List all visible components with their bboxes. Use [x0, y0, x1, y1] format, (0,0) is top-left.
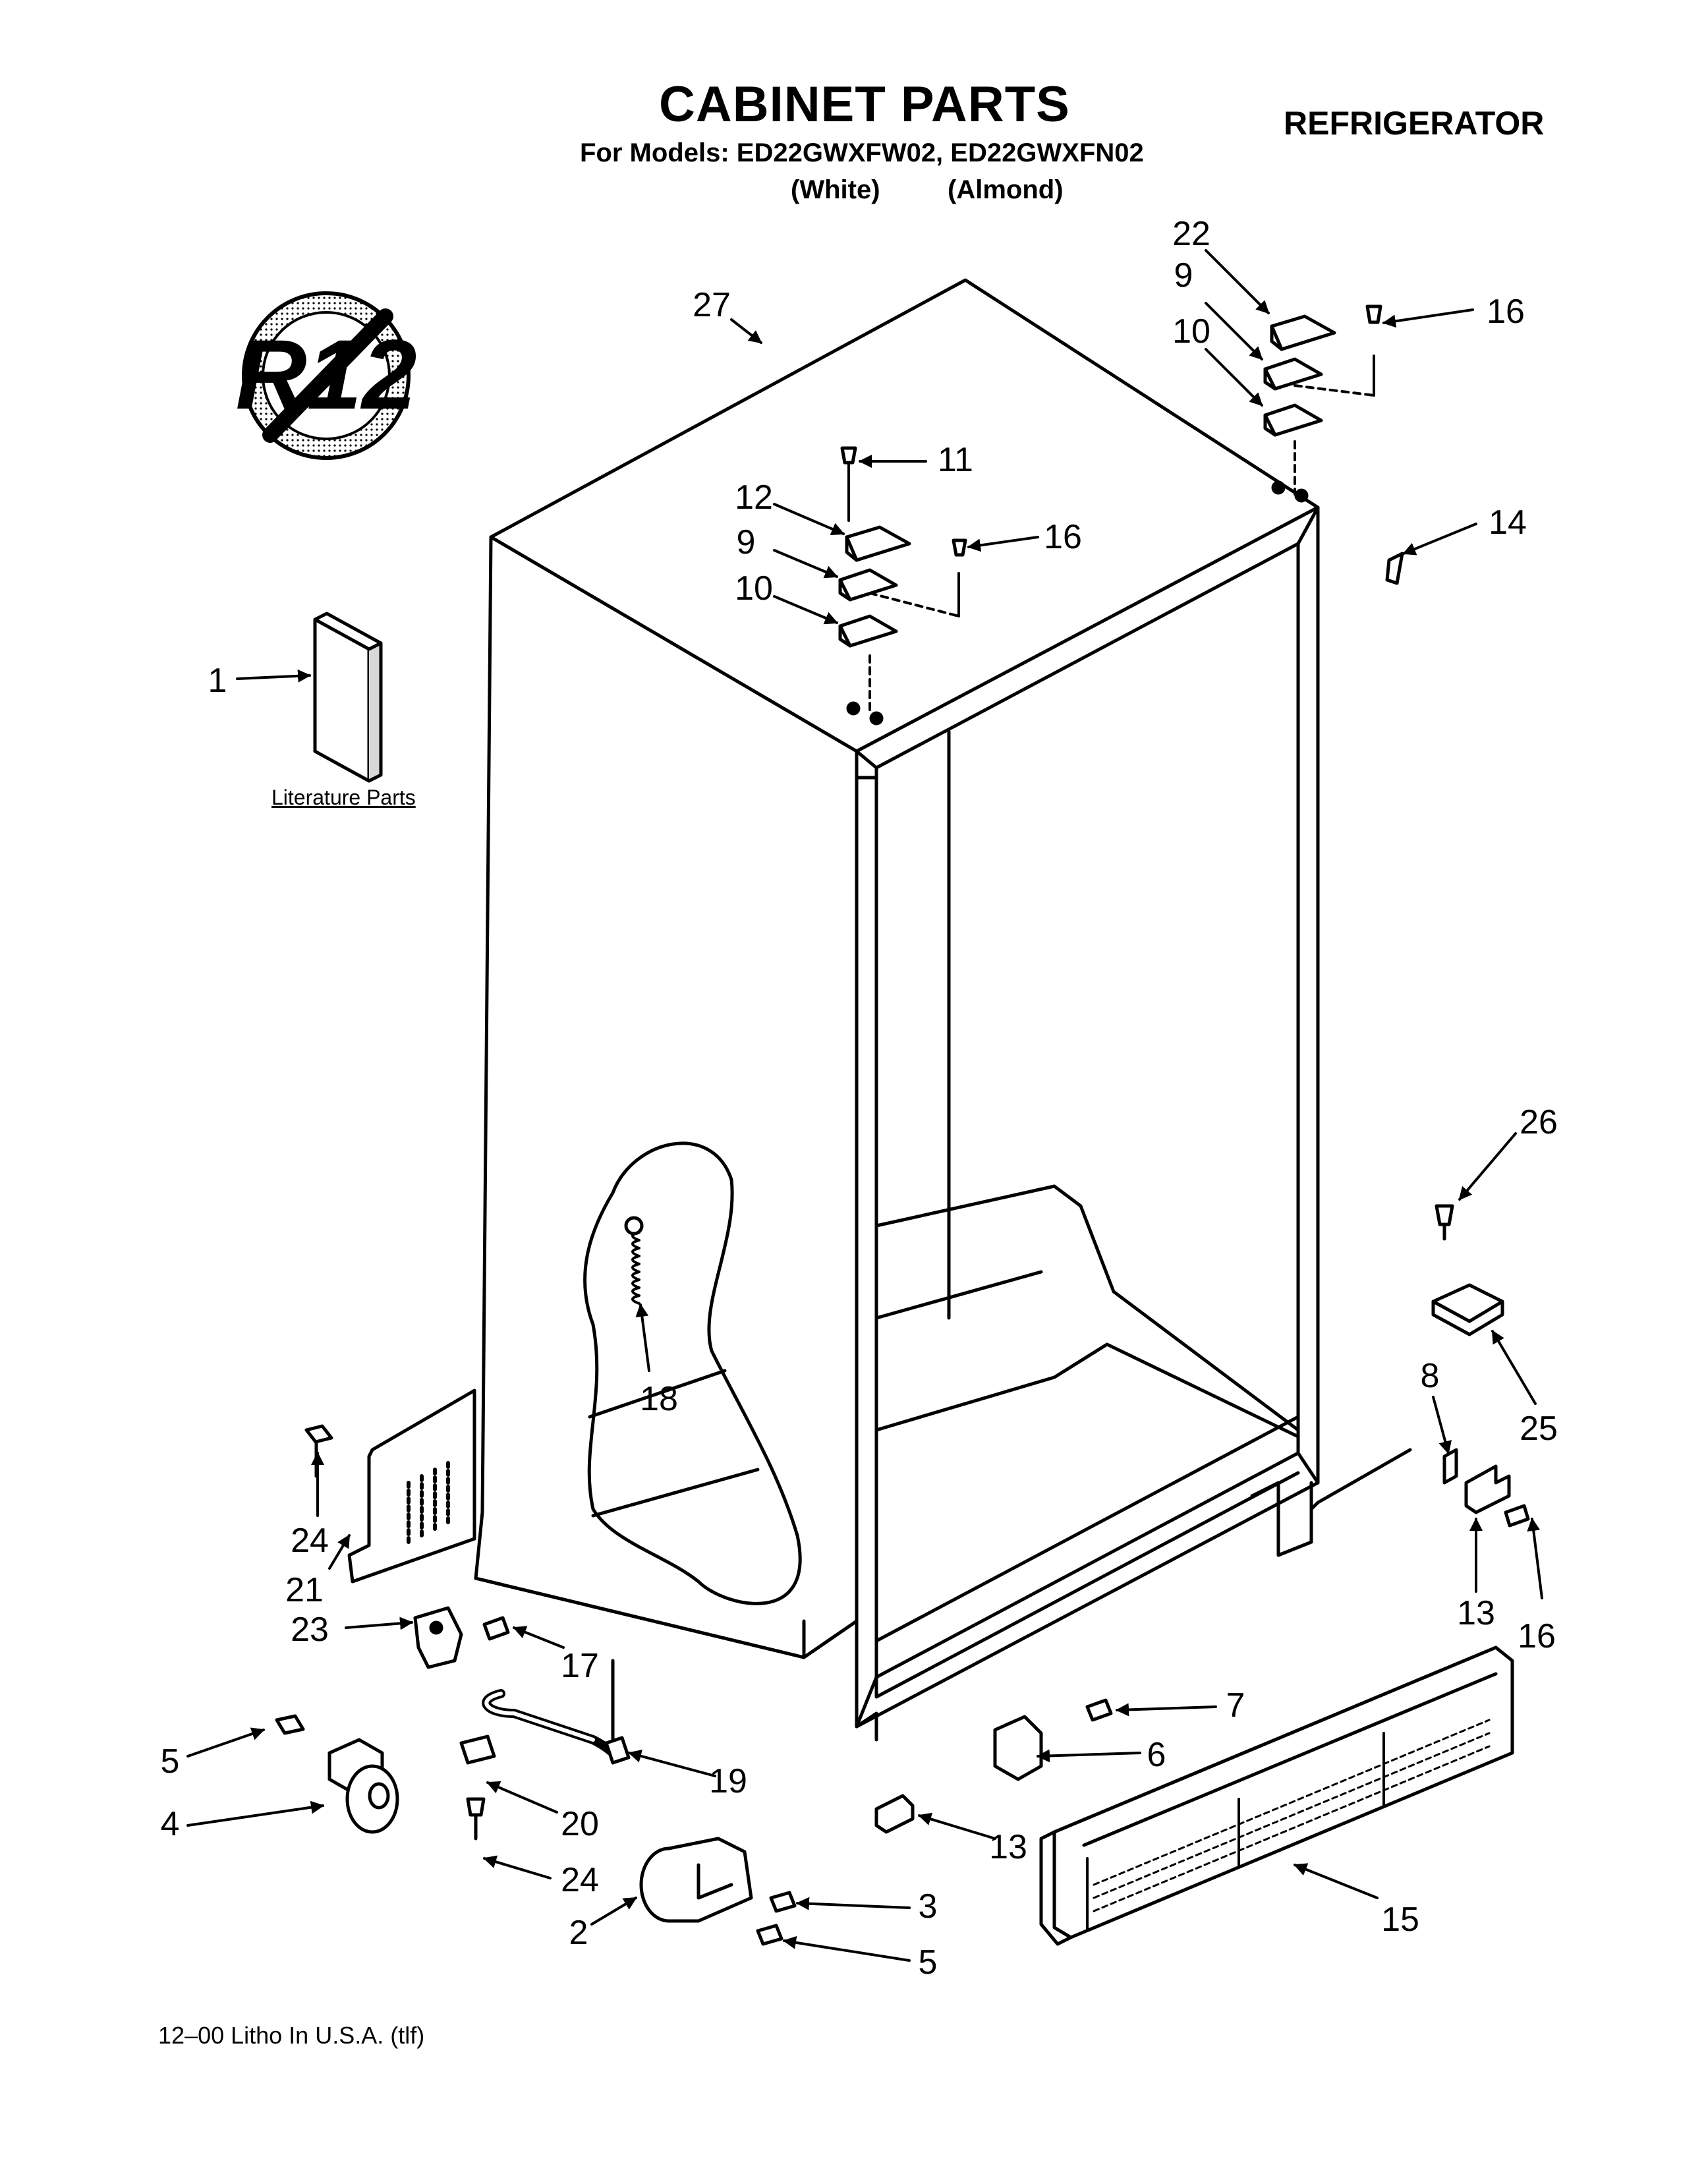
rear-access-panel: [304, 1389, 476, 1584]
callout-label: 9: [1174, 256, 1193, 295]
no-r12-refrigerant-icon: R12: [235, 291, 417, 460]
callout-label: 17: [561, 1647, 599, 1685]
water-line-assembly: [459, 1659, 631, 1841]
callout-label: 12: [735, 478, 773, 517]
callout-label: 6: [1147, 1736, 1166, 1774]
color-almond: (Almond): [948, 175, 1064, 204]
callout-label: 11: [938, 441, 973, 479]
left-roller-assembly: [275, 1714, 399, 1834]
part-14-clip: [1385, 552, 1404, 585]
callout-label: 23: [291, 1611, 329, 1649]
callout-label: 24: [291, 1522, 329, 1560]
callout-label: 21: [285, 1571, 324, 1609]
callout-label: 19: [709, 1762, 747, 1800]
callout-label: 22: [1172, 215, 1210, 253]
callout-label: 7: [1226, 1686, 1245, 1725]
callout-labels: 27 22 9 10 16 11 12 9 16 10 14 1 26 25 8…: [161, 215, 1558, 1982]
center-hinge-assembly: [838, 446, 967, 726]
leader-arrows: [186, 249, 1543, 1962]
toe-grille: [1039, 1646, 1514, 1946]
callout-label: 10: [735, 569, 773, 608]
callout-label: 16: [1044, 518, 1082, 556]
page-title: CABINET PARTS: [659, 76, 1070, 132]
callout-label: 20: [561, 1805, 599, 1843]
callout-label: 24: [561, 1861, 599, 1899]
callout-label: 15: [1381, 1901, 1419, 1939]
appliance-category: REFRIGERATOR: [1284, 105, 1545, 142]
callout-label: 10: [1172, 312, 1210, 351]
front-roller-assembly: [639, 1837, 797, 1946]
callout-label: 25: [1520, 1410, 1558, 1448]
callout-label: 18: [640, 1380, 678, 1418]
print-footer: 12–00 Litho In U.S.A. (tlf): [158, 2022, 425, 2049]
callout-label: 4: [161, 1805, 180, 1843]
callout-label: 5: [161, 1742, 180, 1781]
callout-label: 9: [737, 523, 756, 561]
callout-label: 2: [569, 1914, 588, 1952]
callout-label: 16: [1518, 1617, 1556, 1655]
right-hinge-assembly: [1263, 304, 1382, 503]
part-25-26-bracket: [1431, 1204, 1504, 1336]
cabinet-shell-drawing: [474, 278, 1320, 1742]
literature-booklet-icon: [313, 612, 383, 783]
callout-label: 14: [1489, 503, 1527, 542]
callout-label: 26: [1520, 1103, 1558, 1141]
part-13-clip: [874, 1794, 915, 1834]
callout-label: 5: [919, 1943, 938, 1982]
callout-label: 27: [693, 286, 731, 324]
part-6-bracket: [993, 1698, 1113, 1781]
callout-label: 16: [1487, 293, 1525, 331]
callout-label: 3: [919, 1887, 938, 1926]
literature-parts-label: Literature Parts: [271, 786, 416, 809]
right-bracket-assembly: [1309, 1448, 1530, 1528]
callout-label: 13: [989, 1828, 1027, 1866]
part-23-bracket: [413, 1606, 510, 1669]
model-numbers: For Models: ED22GWXFW02, ED22GWXFN02: [580, 138, 1144, 167]
callout-label: 8: [1421, 1357, 1440, 1395]
color-white: (White): [791, 175, 880, 204]
callout-label: 13: [1457, 1594, 1495, 1632]
callout-label: 1: [208, 662, 227, 700]
